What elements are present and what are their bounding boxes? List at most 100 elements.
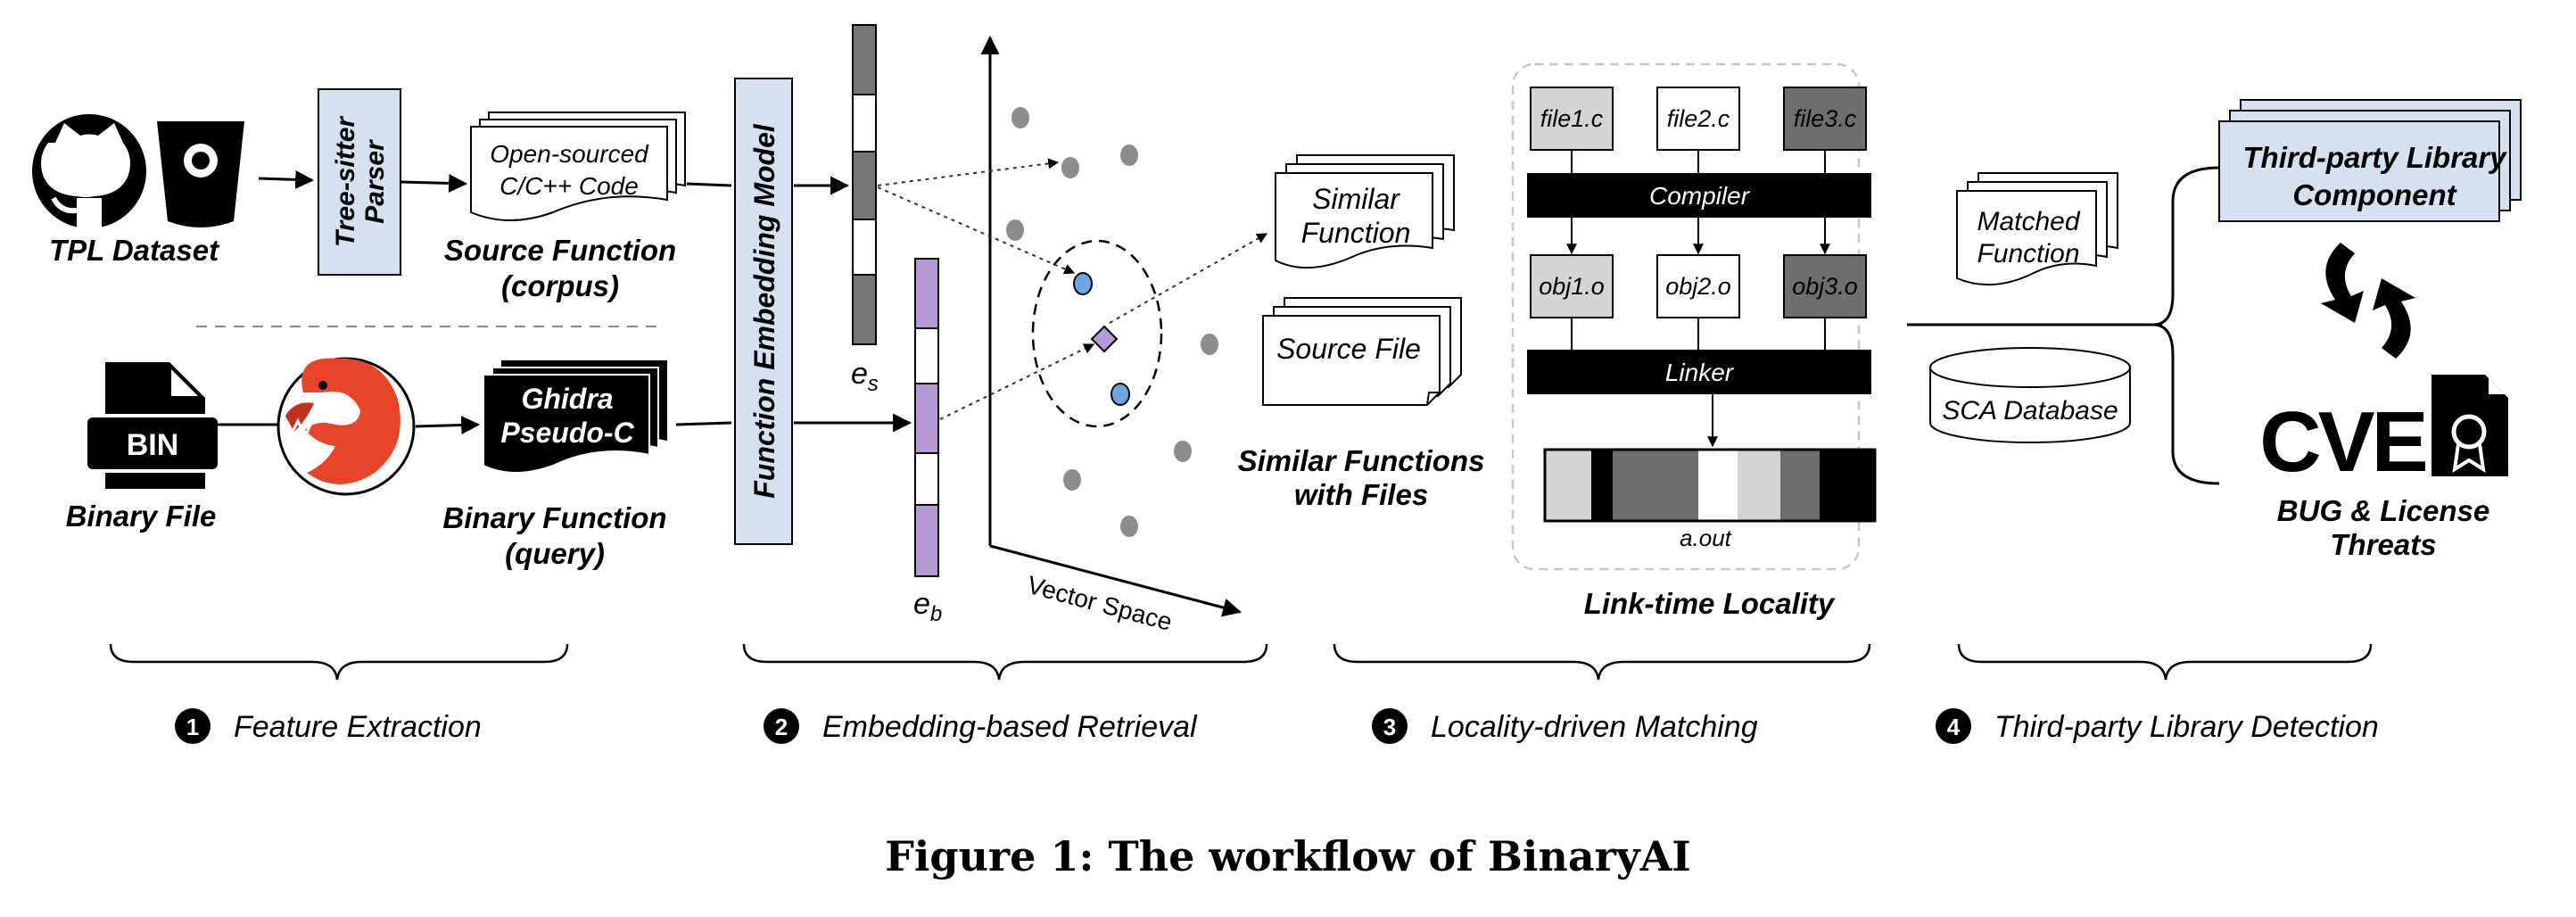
similar-with-files-line1: Similar Functions xyxy=(1238,444,1485,477)
bitbucket-icon xyxy=(157,121,244,227)
tpl-component-line2: Component xyxy=(2292,178,2457,211)
aout-binary-layout xyxy=(1543,448,1877,523)
mapping-arrow xyxy=(1109,233,1268,324)
step4-number: 4 xyxy=(1947,714,1961,740)
cycle-arrows-icon xyxy=(2321,243,2415,359)
obj3-label: obj3.o xyxy=(1792,273,1858,300)
step1-label-group: 1 Feature Extraction xyxy=(175,708,482,744)
matched-line2: Function xyxy=(1977,239,2079,268)
file1-box xyxy=(1530,87,1614,151)
cve-logo: CVE xyxy=(2259,394,2425,490)
threats-line2: Threats xyxy=(2330,528,2436,561)
tree-sitter-parser-box xyxy=(318,88,401,276)
arrow-icons-to-parser xyxy=(258,169,315,189)
file3-label: file3.c xyxy=(1794,105,1857,132)
source-function-line2: (corpus) xyxy=(501,269,619,302)
step4-label: Third-party Library Detection xyxy=(1994,710,2379,744)
point xyxy=(1063,469,1081,491)
similar-function-line1: Similar xyxy=(1312,183,1400,215)
step1-number-badge xyxy=(175,708,211,744)
output-brace xyxy=(2152,166,2220,485)
binary-embedding-vector xyxy=(914,258,939,577)
obj1-box xyxy=(1530,254,1614,318)
figure-caption: Figure 1: The workflow of BinaryAI xyxy=(885,832,1691,880)
matched-line1: Matched xyxy=(1977,207,2080,236)
binary-file-icon xyxy=(84,362,221,489)
point xyxy=(1174,441,1192,462)
file3-box xyxy=(1783,87,1867,151)
arrow-pseudoc-to-model xyxy=(675,421,732,426)
binary-file-label: Binary File xyxy=(66,500,217,533)
sca-database-label: SCA Database xyxy=(1942,396,2118,425)
obj2-label: obj2.o xyxy=(1665,273,1731,300)
embedding-points xyxy=(1006,107,1218,537)
similar-function-document xyxy=(1275,154,1455,268)
file2-label: file2.c xyxy=(1667,105,1730,132)
source-doc-line1: Open-sourced xyxy=(490,140,649,168)
function-embedding-model-box xyxy=(734,78,793,545)
vector-space-x-axis xyxy=(989,544,1243,617)
step2-label: Embedding-based Retrieval xyxy=(822,710,1198,744)
step3-label: Locality-driven Matching xyxy=(1431,710,1758,744)
eb-label: eb xyxy=(913,587,942,626)
step4-number-badge xyxy=(1936,708,1971,744)
step2-brace xyxy=(742,643,1268,681)
similar-point xyxy=(1110,383,1130,406)
bin-badge: BIN xyxy=(127,428,179,462)
step4-brace xyxy=(1957,643,2373,681)
tree-sitter-line2: Parser xyxy=(360,138,390,224)
ghidra-line1: Ghidra xyxy=(521,383,613,415)
matched-function-document xyxy=(1956,172,2118,286)
point xyxy=(1006,219,1024,241)
step2-number-badge xyxy=(764,708,799,744)
sca-database-icon xyxy=(1929,347,2131,443)
mapping-arrow xyxy=(939,343,1095,420)
ghidra-pseudo-c-document xyxy=(483,360,667,474)
similar-function-line2: Function xyxy=(1301,217,1411,249)
step3-number-badge xyxy=(1372,708,1408,744)
tpl-component-stack xyxy=(2218,99,2522,222)
link-time-locality-label: Link-time Locality xyxy=(1584,587,1836,620)
license-certificate-icon xyxy=(2432,375,2508,476)
binary-function-line2: (query) xyxy=(505,537,605,570)
step4-label-group: 4 Third-party Library Detection xyxy=(1936,708,2379,744)
query-point xyxy=(1090,325,1119,353)
ghidra-logo-icon xyxy=(277,357,416,496)
arrow-parser-to-code xyxy=(400,173,468,193)
step3-brace xyxy=(1333,643,1871,681)
step2-number: 2 xyxy=(775,714,788,740)
github-icon xyxy=(32,114,146,228)
step1-label: Feature Extraction xyxy=(234,710,482,744)
step3-number: 3 xyxy=(1383,714,1396,740)
step1-brace xyxy=(109,643,569,681)
point xyxy=(1120,516,1138,537)
tpl-component-line1: Third-party Library xyxy=(2242,141,2507,174)
mapping-arrow xyxy=(877,186,1076,275)
step3-label-group: 3 Locality-driven Matching xyxy=(1372,708,1758,744)
source-code-document xyxy=(470,112,686,221)
point xyxy=(1061,157,1079,178)
binary-function-line1: Binary Function xyxy=(442,501,666,534)
tpl-dataset-label: TPL Dataset xyxy=(49,234,220,267)
source-file-document xyxy=(1262,297,1462,406)
obj1-label: obj1.o xyxy=(1539,273,1605,300)
es-label: es xyxy=(851,357,879,396)
source-doc-line2: C/C++ Code xyxy=(500,172,639,200)
file1-label: file1.c xyxy=(1540,105,1604,132)
file2-box xyxy=(1656,87,1740,151)
mapping-arrow xyxy=(877,158,1060,186)
point xyxy=(1120,145,1138,166)
linker-label: Linker xyxy=(1665,359,1735,386)
nearest-neighbor-cluster xyxy=(1031,239,1163,428)
function-embedding-model-label: Function Embedding Model xyxy=(748,123,780,499)
arrow-ghidra-to-pseudoc xyxy=(415,416,481,435)
linker-bar xyxy=(1527,350,1871,394)
aout-label: a.out xyxy=(1680,525,1733,551)
step1-number: 1 xyxy=(186,714,199,740)
threats-line1: BUG & License xyxy=(2277,494,2489,527)
obj3-box xyxy=(1783,254,1867,318)
source-embedding-vector xyxy=(852,24,877,345)
source-file-label: Source File xyxy=(1276,333,1421,365)
source-function-line1: Source Function xyxy=(444,234,676,267)
